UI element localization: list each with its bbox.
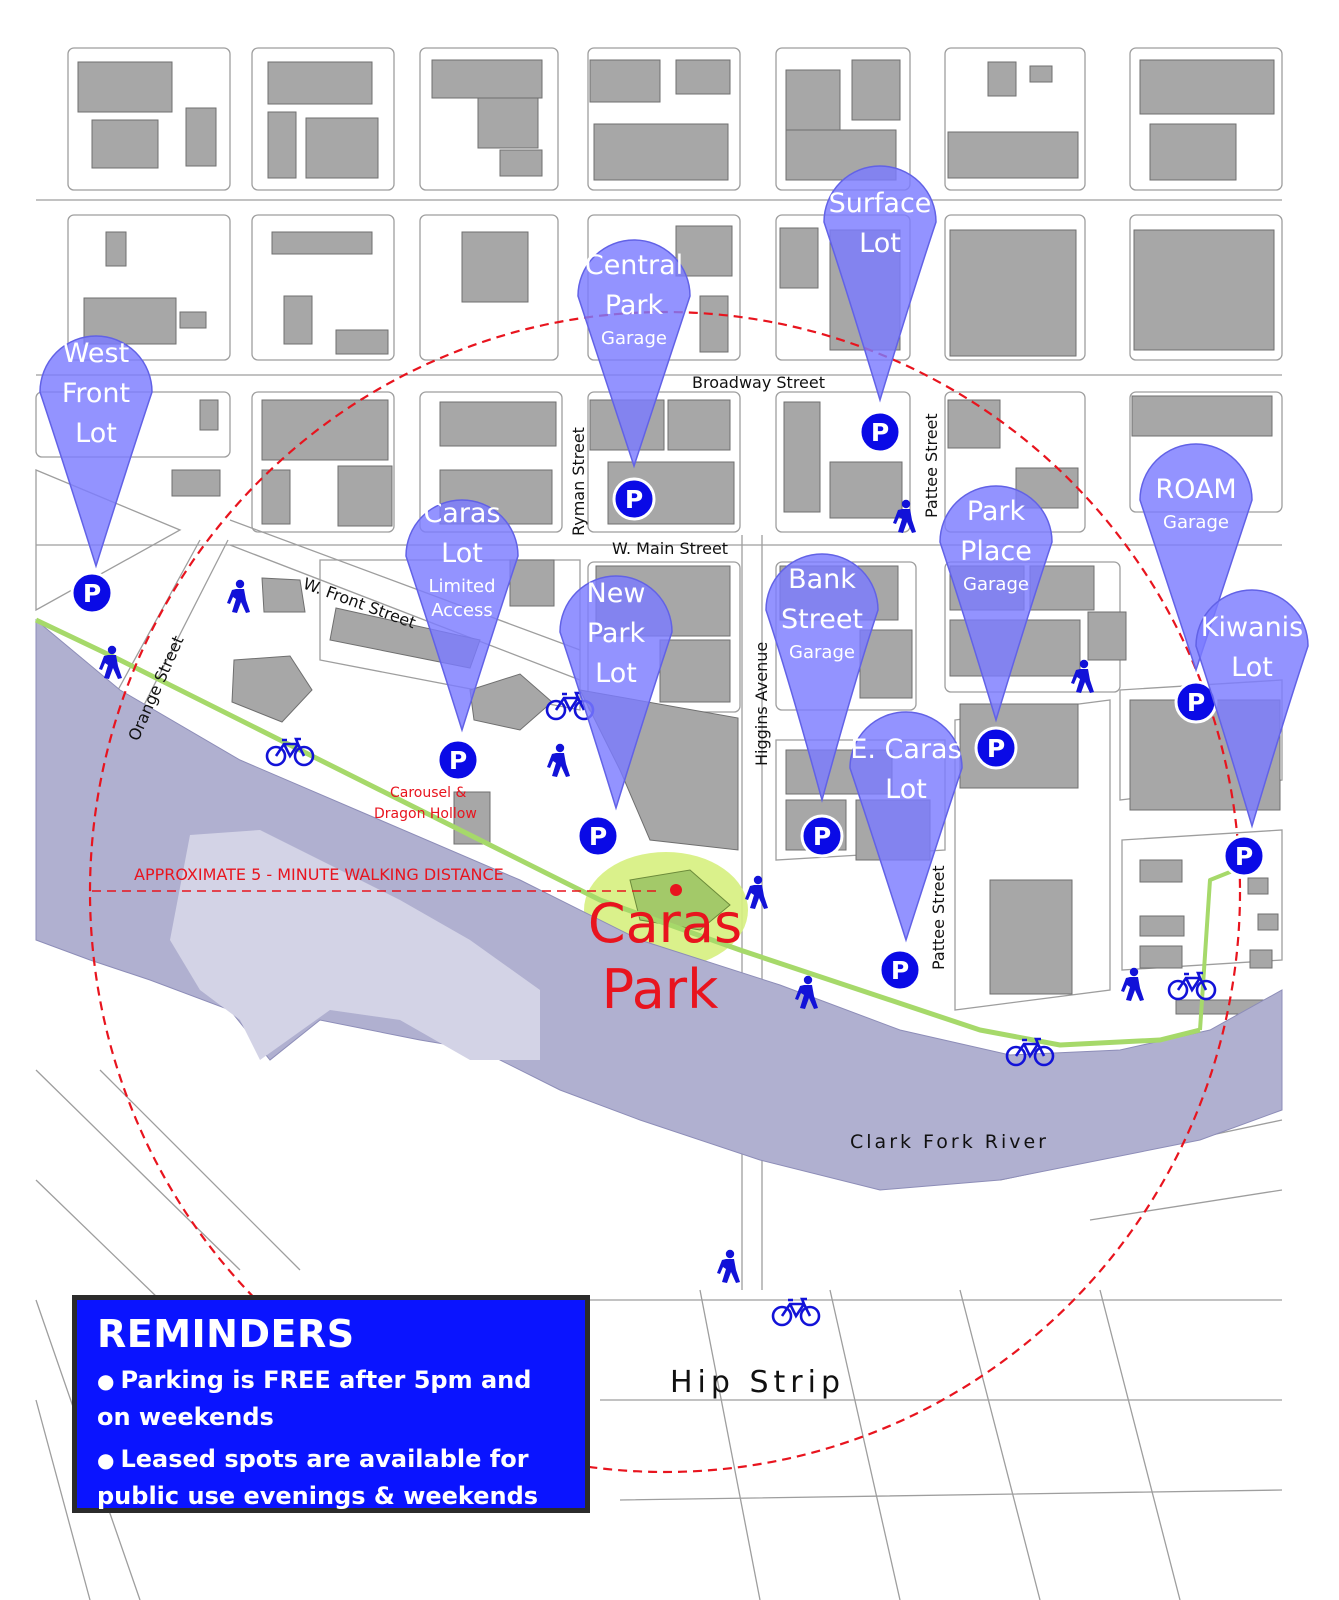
- reminder-item: ●Leased spots are available for public u…: [97, 1441, 567, 1514]
- parking-symbol: P: [589, 822, 607, 851]
- pin-sublabel: Limited: [428, 576, 495, 597]
- pin-label: ROAM: [1155, 474, 1236, 505]
- ryman-street-label: Ryman Street: [569, 427, 588, 536]
- pin-shape: [765, 553, 879, 803]
- pattee-street-south-label: Pattee Street: [929, 865, 948, 970]
- pin-sublabel: Garage: [789, 642, 855, 663]
- pin-label: Lot: [885, 774, 927, 805]
- hip-strip-label: Hip Strip: [670, 1365, 845, 1400]
- parking-icon[interactable]: [858, 410, 902, 454]
- pin-shape: [39, 335, 153, 569]
- pin-label: Lot: [75, 418, 117, 449]
- reminder-text: Parking is FREE after 5pm and on weekend…: [97, 1366, 532, 1431]
- pin-label: Caras: [423, 498, 500, 529]
- pin-shape: [559, 575, 673, 811]
- walking-icon: [1121, 967, 1144, 1001]
- parking-icon[interactable]: [800, 814, 844, 858]
- reminders-title: REMINDERS: [97, 1312, 355, 1356]
- river-label: Clark Fork River: [850, 1131, 1049, 1153]
- parking-symbol: P: [871, 418, 889, 447]
- parking-icon[interactable]: [878, 948, 922, 992]
- bicycle-icon: [771, 1297, 821, 1327]
- parking-symbol: P: [987, 734, 1005, 763]
- parking-symbol: P: [83, 579, 101, 608]
- parking-icon[interactable]: [612, 477, 656, 521]
- broadway-street-label: Broadway Street: [692, 373, 825, 392]
- pin-label: Street: [781, 604, 863, 635]
- pin-label: Lot: [859, 228, 901, 259]
- reminder-item: ●Parking is FREE after 5pm and on weeken…: [97, 1362, 567, 1435]
- pin-sublabel: Garage: [1163, 512, 1229, 533]
- map-labels: Carousel & Dragon Hollow APPROXIMATE 5 -…: [134, 785, 1049, 1400]
- parking-symbol: P: [1187, 688, 1205, 717]
- parking-icon[interactable]: [576, 814, 620, 858]
- pin-label: Lot: [595, 658, 637, 689]
- pin-label: Lot: [1231, 652, 1273, 683]
- pin-label: Surface: [829, 188, 932, 219]
- pin-shape: [939, 485, 1053, 723]
- pin-sublabel: Garage: [963, 574, 1029, 595]
- higgins-avenue-label: Higgins Avenue: [752, 642, 771, 766]
- main-street-label: W. Main Street: [612, 539, 728, 558]
- parking-symbol: P: [1235, 842, 1253, 871]
- parking-pins: WestFrontLotPCentralParkGaragePSurfaceLo…: [39, 165, 1309, 992]
- bullet-icon: ●: [97, 1448, 115, 1472]
- pin-sublabel: Access: [431, 600, 493, 621]
- walking-icon: [745, 875, 768, 909]
- pin-label: Kiwanis: [1201, 612, 1304, 643]
- pin-shape: [1195, 589, 1309, 829]
- bicycle-icon: [1167, 971, 1217, 1001]
- parking-symbol: P: [813, 822, 831, 851]
- walking-distance-label: APPROXIMATE 5 - MINUTE WALKING DISTANCE: [134, 865, 504, 884]
- pin-shape: [1139, 443, 1253, 673]
- walking-icon: [547, 743, 570, 777]
- parking-symbol: P: [625, 485, 643, 514]
- street-grid: [35, 47, 1283, 1600]
- walking-icon: [717, 1249, 740, 1283]
- parking-symbol: P: [891, 956, 909, 985]
- pin-label: West: [63, 338, 129, 369]
- reminders-box: REMINDERS ●Parking is FREE after 5pm and…: [72, 1295, 590, 1513]
- pin-sublabel: Garage: [601, 328, 667, 349]
- pin-label: E. Caras: [850, 734, 961, 765]
- parking-icon[interactable]: [70, 571, 114, 615]
- clark-fork-river: [35, 618, 1283, 1191]
- pin-label: Place: [960, 536, 1032, 567]
- parking-icon[interactable]: [1222, 834, 1266, 878]
- pin-label: Park: [967, 496, 1026, 527]
- caras-park-title-line2: Park: [602, 958, 719, 1021]
- pin-label: Front: [62, 378, 130, 409]
- parking-icon[interactable]: [436, 738, 480, 782]
- walking-icon: [227, 579, 250, 613]
- bullet-icon: ●: [97, 1369, 115, 1393]
- pin-shape: [823, 165, 937, 403]
- pin-label: Park: [605, 290, 664, 321]
- pin-shape: [405, 499, 519, 733]
- caras-park-title-line1: Caras: [588, 892, 742, 955]
- reminder-text: Leased spots are available for public us…: [97, 1445, 539, 1510]
- pin-label: Bank: [788, 564, 856, 595]
- pin-label: Central: [585, 250, 683, 281]
- pin-label: Park: [587, 618, 646, 649]
- pin-label: New: [587, 578, 646, 609]
- pin-shape: [849, 711, 963, 943]
- parking-icon[interactable]: [974, 726, 1018, 770]
- parking-symbol: P: [449, 746, 467, 775]
- pattee-street-north-label: Pattee Street: [922, 413, 941, 518]
- pin-shape: [577, 239, 691, 469]
- pin-label: Lot: [441, 538, 483, 569]
- carousel-label-line2: Dragon Hollow: [374, 806, 477, 822]
- carousel-label-line1: Carousel &: [390, 785, 466, 801]
